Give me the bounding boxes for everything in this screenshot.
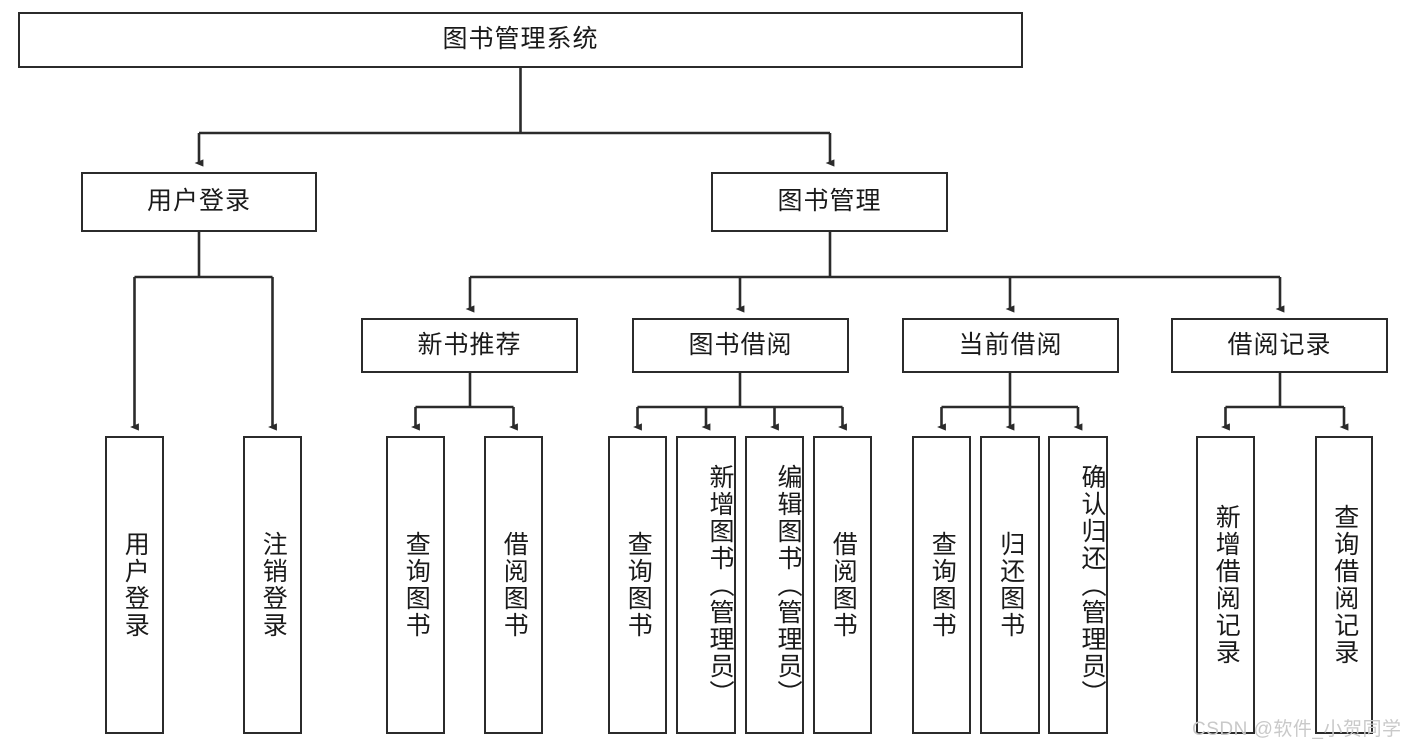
node-current-borrow-label: 当前借阅 bbox=[958, 330, 1063, 359]
node-leaf-query-book-rec-label: 查询图书 bbox=[402, 531, 431, 639]
node-book-management[interactable]: 图书管理 bbox=[711, 172, 948, 232]
node-leaf-user-login[interactable]: 用户登录 bbox=[105, 436, 164, 734]
node-leaf-add-book-admin-label: 新增图书（管理员） bbox=[706, 463, 734, 707]
node-new-book-recommend[interactable]: 新书推荐 bbox=[361, 318, 578, 373]
node-leaf-query-borrow-record[interactable]: 查询借阅记录 bbox=[1315, 436, 1373, 734]
node-leaf-edit-book-admin[interactable]: 编辑图书（管理员） bbox=[745, 436, 804, 734]
node-leaf-query-book-cb-label: 查询图书 bbox=[928, 531, 957, 639]
node-root-system-label: 图书管理系统 bbox=[442, 25, 599, 54]
node-leaf-return-book[interactable]: 归还图书 bbox=[980, 436, 1040, 734]
node-leaf-user-login-label: 用户登录 bbox=[121, 531, 150, 639]
node-leaf-logout[interactable]: 注销登录 bbox=[243, 436, 302, 734]
node-leaf-add-book-admin[interactable]: 新增图书（管理员） bbox=[676, 436, 736, 734]
node-leaf-return-book-label: 归还图书 bbox=[996, 531, 1025, 639]
node-user-login[interactable]: 用户登录 bbox=[81, 172, 317, 232]
csdn-watermark-text: CSDN @软件_小贺同学 bbox=[1192, 719, 1402, 740]
node-new-book-recommend-label: 新书推荐 bbox=[417, 330, 522, 359]
node-leaf-borrow-book-bb[interactable]: 借阅图书 bbox=[813, 436, 872, 734]
csdn-watermark: CSDN @软件_小贺同学 bbox=[1192, 714, 1401, 741]
node-borrow-record-label: 借阅记录 bbox=[1227, 330, 1332, 359]
node-borrow-record[interactable]: 借阅记录 bbox=[1171, 318, 1388, 373]
node-book-borrow[interactable]: 图书借阅 bbox=[632, 318, 849, 373]
node-leaf-query-book-bb[interactable]: 查询图书 bbox=[608, 436, 667, 734]
node-leaf-query-book-bb-label: 查询图书 bbox=[624, 531, 653, 639]
node-leaf-borrow-book-rec[interactable]: 借阅图书 bbox=[484, 436, 543, 734]
node-current-borrow[interactable]: 当前借阅 bbox=[902, 318, 1119, 373]
node-leaf-add-borrow-record[interactable]: 新增借阅记录 bbox=[1196, 436, 1255, 734]
node-book-management-label: 图书管理 bbox=[777, 187, 882, 216]
node-leaf-borrow-book-bb-label: 借阅图书 bbox=[829, 531, 858, 639]
node-leaf-confirm-return-admin-label: 确认归还（管理员） bbox=[1078, 463, 1106, 707]
node-leaf-edit-book-admin-label: 编辑图书（管理员） bbox=[774, 463, 802, 707]
node-leaf-query-book-cb[interactable]: 查询图书 bbox=[912, 436, 971, 734]
node-root-system[interactable]: 图书管理系统 bbox=[18, 12, 1023, 68]
node-leaf-add-borrow-record-label: 新增借阅记录 bbox=[1212, 504, 1241, 666]
node-leaf-confirm-return-admin[interactable]: 确认归还（管理员） bbox=[1048, 436, 1108, 734]
node-leaf-query-borrow-record-label: 查询借阅记录 bbox=[1330, 504, 1359, 666]
node-leaf-query-book-rec[interactable]: 查询图书 bbox=[386, 436, 445, 734]
node-leaf-logout-label: 注销登录 bbox=[259, 531, 288, 639]
node-user-login-label: 用户登录 bbox=[146, 187, 251, 216]
node-book-borrow-label: 图书借阅 bbox=[688, 330, 793, 359]
node-leaf-borrow-book-rec-label: 借阅图书 bbox=[500, 531, 529, 639]
